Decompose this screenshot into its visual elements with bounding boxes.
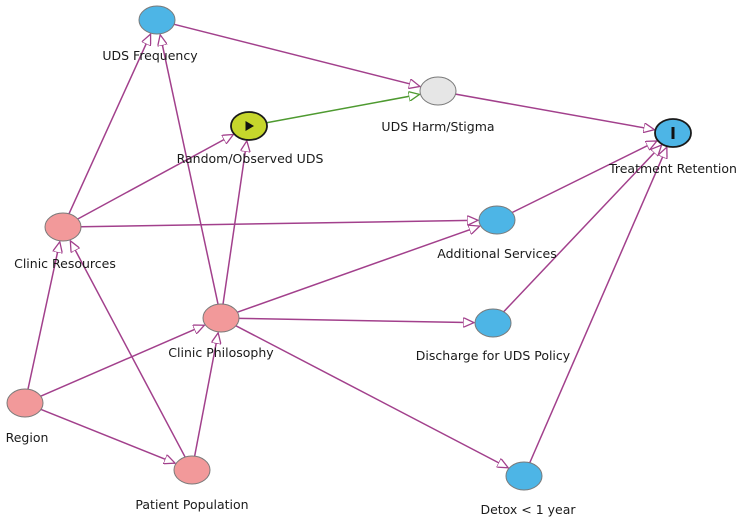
- node-label-region: Region: [6, 430, 49, 445]
- nodes-layer: [6, 5, 692, 491]
- node-label-detox-lt-1-year: Detox < 1 year: [480, 502, 576, 517]
- node-label-additional-services: Additional Services: [437, 246, 556, 261]
- edge-clinic-philosophy-to-random-observed-uds: [222, 141, 247, 305]
- edge-clinic-philosophy-to-detox-lt-1-year: [235, 325, 508, 468]
- node-ellipse: [44, 212, 82, 242]
- node-additional-services[interactable]: [478, 205, 516, 235]
- node-label-random-observed-uds: Random/Observed UDS: [177, 151, 324, 166]
- edge-clinic-philosophy-to-discharge-for-uds-policy: [238, 318, 474, 322]
- node-label-uds-frequency: UDS Frequency: [102, 48, 198, 63]
- edge-uds-harm-stigma-to-treatment-retention: [455, 93, 655, 130]
- node-label-patient-population: Patient Population: [135, 497, 248, 512]
- node-patient-population[interactable]: [173, 455, 211, 485]
- outcome-bar-icon: [671, 127, 675, 139]
- node-ellipse: [419, 76, 457, 106]
- play-icon: [245, 121, 254, 131]
- node-clinic-philosophy[interactable]: [202, 303, 240, 333]
- node-label-clinic-resources: Clinic Resources: [14, 256, 116, 271]
- node-label-discharge-for-uds-policy: Discharge for UDS Policy: [416, 348, 571, 363]
- node-clinic-resources[interactable]: [44, 212, 82, 242]
- edge-additional-services-to-treatment-retention: [511, 141, 657, 214]
- node-ellipse: [505, 461, 543, 491]
- edge-uds-frequency-to-uds-harm-stigma: [173, 23, 420, 86]
- edge-region-to-patient-population: [40, 408, 175, 463]
- edge-random-observed-uds-to-uds-harm-stigma: [266, 94, 420, 124]
- node-label-treatment-retention: Treatment Retention: [608, 161, 737, 176]
- node-ellipse: [6, 388, 44, 418]
- node-uds-harm-stigma[interactable]: [419, 76, 457, 106]
- edge-patient-population-to-clinic-resources: [70, 241, 186, 458]
- node-uds-frequency[interactable]: [138, 5, 176, 35]
- node-discharge-for-uds-policy[interactable]: [474, 308, 512, 338]
- node-label-uds-harm-stigma: UDS Harm/Stigma: [381, 119, 494, 134]
- node-region[interactable]: [6, 388, 44, 418]
- node-ellipse: [474, 308, 512, 338]
- edge-region-to-clinic-resources: [27, 242, 60, 390]
- edge-clinic-resources-to-uds-frequency: [68, 34, 152, 215]
- edge-region-to-clinic-philosophy: [40, 325, 205, 397]
- node-treatment-retention[interactable]: [654, 118, 692, 148]
- edge-patient-population-to-clinic-philosophy: [193, 333, 219, 457]
- edges-layer: [27, 23, 667, 468]
- edge-detox-lt-1-year-to-treatment-retention: [529, 147, 667, 464]
- node-ellipse: [478, 205, 516, 235]
- edge-discharge-for-uds-policy-to-treatment-retention: [503, 145, 662, 313]
- edge-clinic-resources-to-additional-services: [80, 220, 478, 228]
- edge-clinic-philosophy-to-additional-services: [237, 226, 479, 313]
- edge-clinic-philosophy-to-uds-frequency: [160, 35, 219, 305]
- node-ellipse: [173, 455, 211, 485]
- node-ellipse: [202, 303, 240, 333]
- node-label-clinic-philosophy: Clinic Philosophy: [168, 345, 274, 360]
- node-ellipse: [138, 5, 176, 35]
- node-detox-lt-1-year[interactable]: [505, 461, 543, 491]
- edge-clinic-resources-to-random-observed-uds: [77, 134, 234, 220]
- node-random-observed-uds[interactable]: [230, 111, 268, 141]
